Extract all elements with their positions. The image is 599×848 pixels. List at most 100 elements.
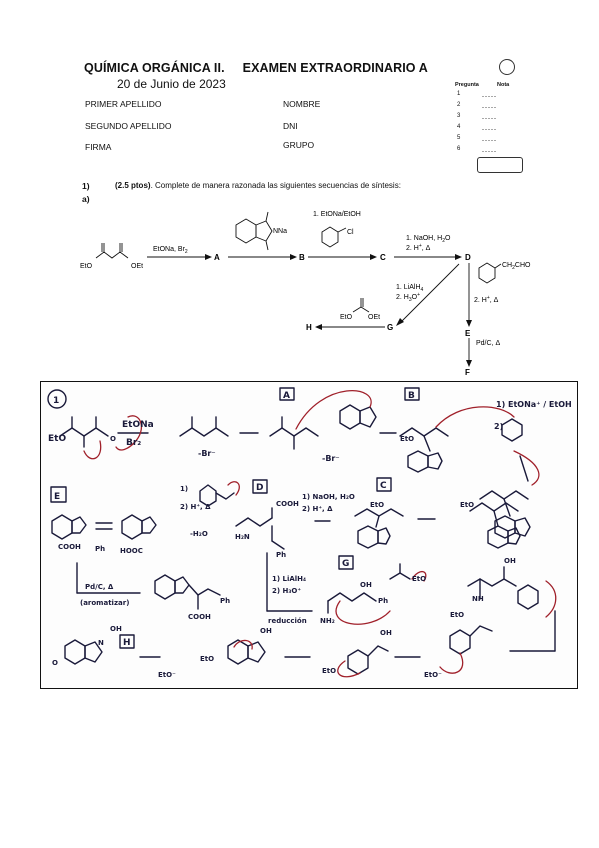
hw-eto: EtO [412, 575, 426, 583]
hw-leaving-group: EtO⁻ [158, 671, 176, 679]
reagent-text: Cl [347, 229, 354, 236]
question-statement: (2.5 ptos). Complete de manera razonada … [115, 181, 401, 190]
reagent-text: 2. H3O+ [396, 292, 420, 303]
hw-carbonyl: O [52, 659, 58, 667]
hw-reagent: Pd/C, Δ [85, 583, 114, 591]
reagent-text: 1. EtONa/EtOH [313, 211, 361, 218]
curved-arrow [435, 406, 515, 428]
hw-oet: O [110, 435, 116, 443]
grade-blank: ----- [482, 116, 497, 122]
reagent-text: 1. LiAlH4 [396, 284, 424, 293]
hw-reagent: 1) [180, 485, 188, 493]
exam-title: QUÍMICA ORGÁNICA II.EXAMEN EXTRAORDINARI… [84, 61, 428, 75]
exam-date: 20 de Junio de 2023 [117, 77, 226, 91]
hw-reagent: Br₂ [126, 438, 141, 448]
reaction-arrow [401, 263, 460, 322]
grade-row-number: 3 [457, 113, 461, 119]
hw-cooh: COOH [188, 613, 211, 621]
compound-label-a: A [214, 253, 220, 262]
grade-row-number: 4 [457, 124, 461, 130]
question-number: 1) [82, 181, 90, 191]
total-grade-box [477, 157, 523, 173]
reagent-text: Pd/C, Δ [476, 340, 500, 347]
grade-question-header: Pregunta [455, 82, 479, 88]
grade-blank: ----- [482, 105, 497, 111]
benzyl-ring [321, 226, 339, 248]
hw-amine: NH₂ [320, 617, 335, 625]
grade-row-number: 1 [457, 91, 461, 97]
curved-arrow [439, 652, 464, 674]
compound-label-h: H [306, 323, 312, 332]
hw-box-a-label: A [283, 391, 290, 401]
grade-blank: ----- [482, 149, 497, 155]
item-number: 1 [53, 396, 59, 406]
phthalimide-ring [235, 218, 257, 244]
grade-blank: ----- [482, 127, 497, 133]
hw-eto: EtO [400, 435, 414, 443]
hw-oh: OH [260, 627, 272, 635]
compound-label-f: F [465, 368, 470, 375]
reagent-text: 2. H+, Δ [474, 295, 499, 304]
grade-row-number: 6 [457, 146, 461, 152]
question-part: a) [82, 194, 90, 204]
carbonate-skeleton [352, 306, 370, 313]
hw-box-h-label: H [123, 638, 131, 648]
second-surname-label: SEGUNDO APELLIDO [85, 121, 172, 131]
first-surname-label: PRIMER APELLIDO [85, 99, 162, 109]
compound-label-e: E [465, 329, 471, 338]
hw-ph: Ph [378, 597, 388, 605]
hw-eto: EtO [450, 611, 464, 619]
group-label: GRUPO [283, 140, 315, 150]
hw-leaving-group: -Br⁻ [322, 454, 340, 463]
course-name: QUÍMICA ORGÁNICA II. [84, 61, 225, 75]
curved-arrow [335, 600, 391, 625]
question-text: . Complete de manera razonada las siguie… [150, 181, 401, 190]
reagent-text: EtONa, Br2 [153, 246, 188, 255]
compound-label-c: C [380, 253, 386, 262]
grade-blank: ----- [482, 94, 497, 100]
curved-arrow [513, 450, 540, 486]
curved-arrow [227, 481, 240, 496]
hw-amine: H₂N [235, 533, 250, 541]
hw-reagent: 2) H⁺, Δ [302, 505, 333, 513]
hw-box-c-label: C [380, 481, 387, 491]
grade-blank: ----- [482, 138, 497, 144]
reagent-text: 1. NaOH, H2O [406, 235, 451, 244]
hw-eto: EtO [370, 501, 384, 509]
grade-row-number: 5 [457, 135, 461, 141]
reagent-text: NNa [273, 228, 287, 235]
reagent-text: 2. H+, Δ [406, 243, 431, 252]
signature-label: FIRMA [85, 142, 112, 152]
hw-box-e-label: E [54, 492, 60, 502]
compound-label-g: G [387, 323, 393, 332]
hw-ph: Ph [220, 597, 230, 605]
grade-score-header: Nota [497, 82, 510, 88]
ester-label: EtO [340, 314, 353, 321]
hw-cooh: COOH [276, 500, 299, 508]
question-points: (2.5 ptos) [115, 181, 151, 190]
hw-cooh: COOH [58, 543, 81, 551]
hw-eto: EtO [200, 655, 214, 663]
hw-reagent: EtONa [122, 420, 154, 430]
synthesis-scheme: EtO OEt EtONa, Br2 NNa 1. EtONa/EtOH Cl … [80, 211, 531, 375]
hw-oh: OH [504, 557, 516, 565]
hw-reagent: 2) H⁺, Δ [180, 503, 211, 511]
grade-row-number: 2 [457, 102, 461, 108]
hw-eto: EtO [48, 434, 66, 444]
ester-label: OEt [131, 263, 143, 270]
hw-reagent: 1) LiAlH₄ [272, 575, 306, 583]
hw-oh: OH [110, 625, 122, 633]
dni-label: DNI [283, 121, 298, 131]
hw-note: (aromatizar) [80, 599, 129, 607]
hw-oh: OH [360, 581, 372, 589]
handwritten-mechanism: 1 EtO O EtONa Br₂ A B 1) EtONa⁺ / EtOH 2… [47, 387, 572, 679]
corner-circle [499, 59, 515, 75]
hw-reagent: 1) NaOH, H₂O [302, 493, 355, 501]
hw-hooc: HOOC [120, 547, 143, 555]
hw-leaving-group: EtO⁻ [424, 671, 442, 679]
reaction-arrow [519, 455, 529, 482]
curved-arrow [295, 390, 372, 430]
hw-box-d-label: D [256, 483, 263, 493]
name-label: NOMBRE [283, 99, 321, 109]
curved-arrow [545, 580, 557, 618]
